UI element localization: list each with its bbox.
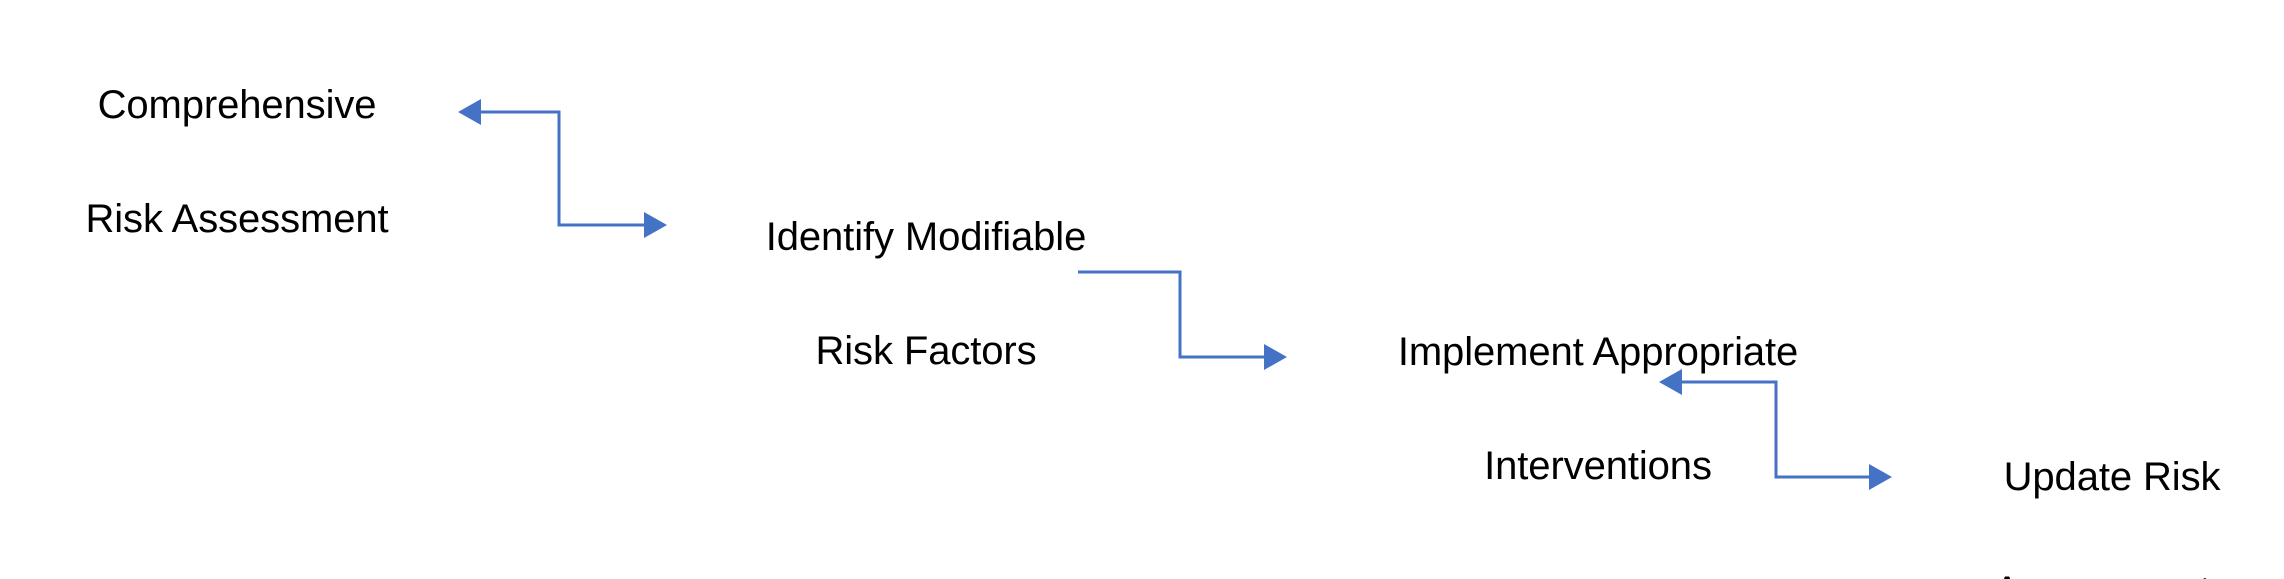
node-label-line-2: Interventions <box>1484 444 1712 488</box>
node-identify-modifiable-risk-factors[interactable]: Identify Modifiable Risk Factors <box>706 152 1146 437</box>
node-label-line-2: Assessments <box>1952 563 2272 579</box>
node-label-line-2: Risk Factors <box>815 329 1037 373</box>
connector-1[interactable] <box>458 99 667 238</box>
node-label-line-1: Implement Appropriate <box>1397 330 1799 374</box>
node-label-line-2: Risk Assessment <box>85 197 389 241</box>
node-label-line-1: Identify Modifiable <box>765 215 1087 259</box>
connector-1-path <box>476 110 649 227</box>
node-label-line-1: Update Risk <box>2003 455 2221 499</box>
connector-2-arrowhead-right <box>1264 344 1287 370</box>
node-update-risk-assessments[interactable]: Update Risk Assessments <box>1952 392 2272 579</box>
node-implement-appropriate-interventions[interactable]: Implement Appropriate Interventions <box>1320 267 1876 552</box>
node-label-line-1: Comprehensive <box>97 83 377 127</box>
node-comprehensive-risk-assessment[interactable]: Comprehensive Risk Assessment <box>42 20 432 305</box>
connector-1-arrowhead-right <box>644 212 667 238</box>
connector-1-arrowhead-left <box>458 99 481 125</box>
